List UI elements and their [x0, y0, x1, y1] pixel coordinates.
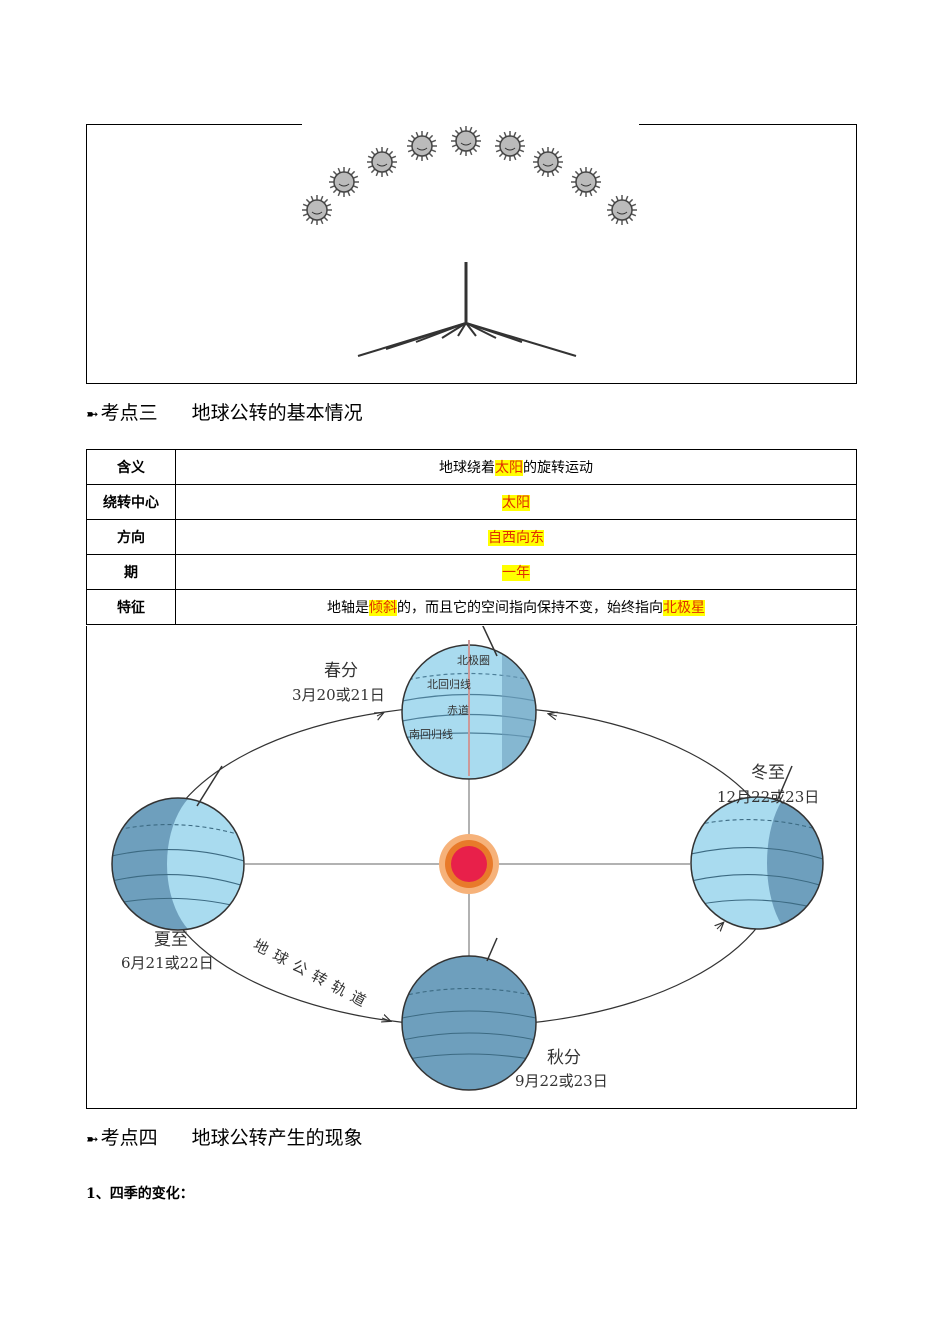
shadow-line: [465, 322, 577, 357]
sub-heading-seasons: 1、四季的变化：: [86, 1186, 194, 1202]
table-row: 绕转中心 太阳: [86, 484, 857, 520]
shadow-line: [441, 322, 467, 339]
sun-icon: [451, 126, 481, 156]
row-value: 地球绕着太阳的旋转运动: [175, 449, 857, 485]
section-heading-three: ➼考点三地球公转的基本情况: [86, 402, 363, 424]
row-label: 含义: [86, 449, 176, 485]
orbit-label: 地球公转轨道: [250, 936, 375, 1014]
sun-icon: [571, 167, 601, 197]
globe-line-label: 北极圈 北回归线 赤道 南回归线: [409, 653, 494, 741]
orbit-diagram: 北极圈 北回归线 赤道 南回归线: [86, 626, 857, 1109]
sun-icon: [329, 167, 359, 197]
revolution-info-table: 含义 地球绕着太阳的旋转运动 绕转中心 太阳 方向 自西向东 期 一年 特征 地…: [86, 449, 857, 625]
autumn-name: 秋分: [547, 1048, 581, 1068]
gnomon-shadows: [357, 322, 577, 357]
row-value: 太阳: [175, 484, 857, 520]
row-value: 一年: [175, 554, 857, 590]
summer-date: 6月21或22日: [121, 954, 214, 972]
row-value: 自西向东: [175, 519, 857, 555]
spring-date: 3月20或21日: [292, 686, 385, 704]
row-label: 特征: [86, 589, 176, 625]
section-heading-four: ➼考点四地球公转产生的现象: [86, 1127, 363, 1149]
row-value: 地轴是倾斜的，而且它的空间指向保持不变，始终指向北极星: [175, 589, 857, 625]
sun-icon: [495, 131, 525, 161]
row-label: 方向: [86, 519, 176, 555]
winter-name: 冬至: [751, 763, 785, 783]
sun-icon: [607, 195, 637, 225]
sun-positions: [302, 126, 637, 225]
summer-name: 夏至: [154, 930, 188, 950]
globe-summer-solstice: [111, 765, 245, 931]
row-label: 绕转中心: [86, 484, 176, 520]
spring-name: 春分: [324, 661, 358, 681]
table-row: 方向 自西向东: [86, 519, 857, 555]
sun-path-figure: [86, 124, 857, 384]
shadow-line: [465, 322, 477, 337]
table-row: 特征 地轴是倾斜的，而且它的空间指向保持不变，始终指向北极星: [86, 589, 857, 625]
table-row: 期 一年: [86, 554, 857, 590]
sun-icon: [302, 195, 332, 225]
shadow-line: [415, 322, 467, 343]
sun-icon: [439, 834, 499, 894]
row-label: 期: [86, 554, 176, 590]
winter-date: 12月22或23日: [717, 788, 819, 806]
globe-autumn-equinox: [401, 937, 537, 1091]
globe-spring-equinox: 北极圈 北回归线 赤道 南回归线: [401, 626, 537, 780]
shadow-line: [457, 322, 467, 337]
sun-icon: [407, 131, 437, 161]
sun-icon: [533, 147, 563, 177]
sun-icon: [367, 147, 397, 177]
table-row: 含义 地球绕着太阳的旋转运动: [86, 449, 857, 485]
globe-winter-solstice: [690, 765, 824, 930]
autumn-date: 9月22或23日: [515, 1072, 608, 1090]
